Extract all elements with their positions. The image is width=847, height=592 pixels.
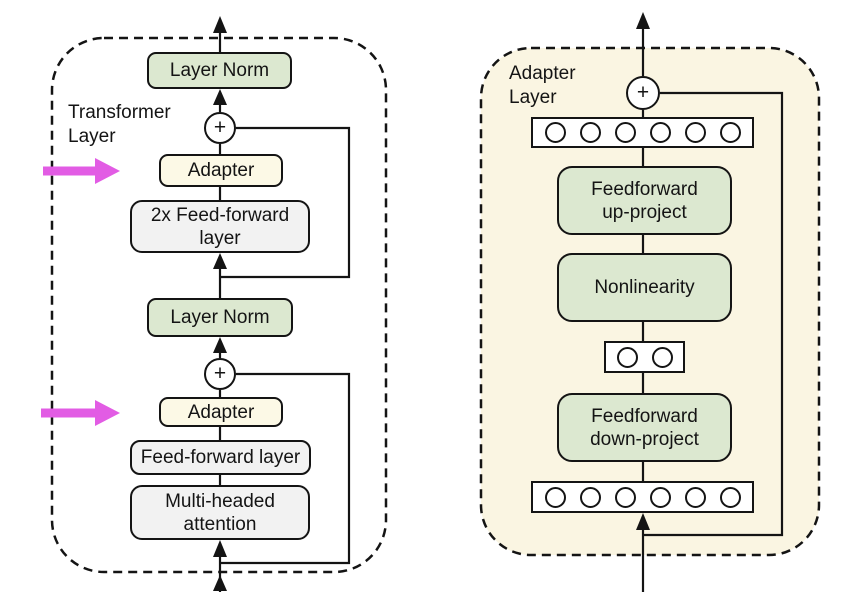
pointer-arrow-bottom-head [95, 400, 120, 426]
unit-circle [544, 486, 566, 508]
unit-circle [651, 346, 673, 368]
feature-vector-bottom [531, 481, 754, 513]
add-node-top[interactable]: + [204, 112, 236, 144]
layer-norm-top-box[interactable]: Layer Norm [147, 52, 292, 89]
transformer-layer-label: Transformer Layer [68, 102, 171, 147]
add-node-adapter[interactable]: + [626, 76, 660, 110]
layer-norm-bottom-box[interactable]: Layer Norm [147, 298, 293, 337]
adapter-arrowheads [636, 12, 650, 530]
adapter-top-box[interactable]: Adapter [159, 154, 283, 187]
adapter-pointer-arrows [41, 158, 120, 426]
feature-vector-bottleneck [604, 341, 685, 373]
unit-circle [719, 122, 741, 143]
unit-circle [614, 486, 636, 508]
unit-circle [579, 122, 601, 143]
feedforward-down-project-box[interactable]: Feedforward down-project [557, 393, 732, 462]
add-node-bottom[interactable]: + [204, 358, 236, 390]
adapter-connector-lines [641, 27, 784, 592]
adapter-bottom-box[interactable]: Adapter [159, 397, 283, 427]
unit-circle [579, 486, 601, 508]
unit-circle [614, 122, 636, 143]
pointer-arrow-top-head [95, 158, 120, 184]
feed-forward-layer-box[interactable]: Feed-forward layer [130, 440, 311, 475]
adapter-layer-label: Adapter Layer [509, 63, 576, 108]
unit-circle [719, 486, 741, 508]
transformer-arrowheads [213, 16, 227, 591]
feedforward-up-project-box[interactable]: Feedforward up-project [557, 166, 732, 235]
nonlinearity-box[interactable]: Nonlinearity [557, 253, 732, 322]
feature-vector-top [531, 117, 754, 148]
unit-circle [649, 122, 671, 143]
feed-forward-2x-box[interactable]: 2x Feed-forward layer [130, 200, 310, 253]
unit-circle [649, 486, 671, 508]
unit-circle [684, 486, 706, 508]
unit-circle [616, 346, 638, 368]
unit-circle [684, 122, 706, 143]
multi-headed-attention-box[interactable]: Multi-headed attention [130, 485, 310, 540]
unit-circle [544, 122, 566, 143]
